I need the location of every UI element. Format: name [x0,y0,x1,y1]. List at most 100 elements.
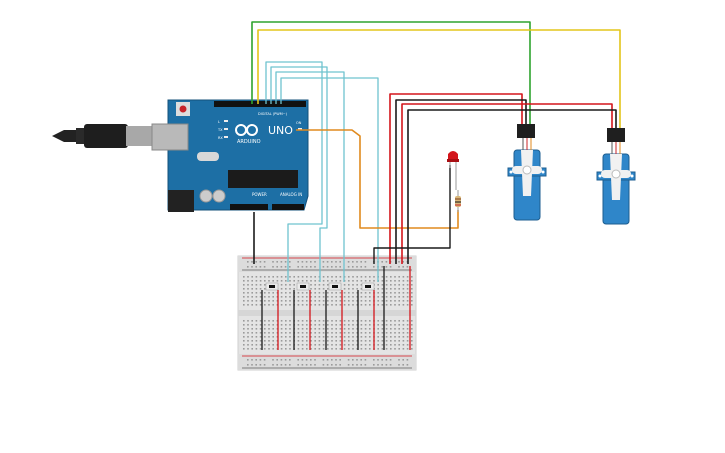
breadboard-hole[interactable] [251,261,253,263]
breadboard-hole[interactable] [385,320,388,322]
breadboard-hole[interactable] [301,340,304,342]
breadboard-hole[interactable] [306,340,308,342]
breadboard-hole[interactable] [259,328,262,330]
breadboard-hole[interactable] [251,359,253,361]
breadboard-hole[interactable] [259,304,262,306]
breadboard-hole[interactable] [322,288,325,290]
breadboard-hole[interactable] [322,292,325,294]
breadboard-hole[interactable] [369,280,371,282]
breadboard-hole[interactable] [264,280,266,282]
breadboard-hole[interactable] [406,300,409,302]
breadboard-hole[interactable] [339,276,342,278]
breadboard-hole[interactable] [297,332,300,334]
breadboard-hole[interactable] [352,359,354,361]
breadboard-hole[interactable] [352,288,354,290]
breadboard-hole[interactable] [322,284,325,286]
breadboard-hole[interactable] [243,296,245,298]
breadboard-hole[interactable] [398,280,400,282]
breadboard-hole[interactable] [264,348,266,350]
breadboard-hole[interactable] [352,296,354,298]
breadboard-hole[interactable] [285,280,287,282]
breadboard-hole[interactable] [264,284,266,286]
breadboard-hole[interactable] [402,292,405,294]
breadboard-hole[interactable] [373,266,375,268]
breadboard-hole[interactable] [306,344,308,346]
breadboard-hole[interactable] [280,359,283,361]
breadboard-hole[interactable] [243,336,245,338]
breadboard-hole[interactable] [289,340,291,342]
breadboard-hole[interactable] [310,266,312,268]
breadboard-hole[interactable] [314,292,316,294]
breadboard-hole[interactable] [385,261,388,263]
breadboard-hole[interactable] [247,296,249,298]
breadboard-hole[interactable] [255,344,258,346]
breadboard-hole[interactable] [243,280,245,282]
breadboard-hole[interactable] [406,288,409,290]
breadboard-hole[interactable] [247,359,249,361]
breadboard-hole[interactable] [352,292,354,294]
breadboard-hole[interactable] [352,304,354,306]
breadboard-hole[interactable] [377,320,379,322]
breadboard-hole[interactable] [259,276,262,278]
breadboard-hole[interactable] [352,276,354,278]
breadboard-hole[interactable] [373,359,375,361]
breadboard-hole[interactable] [364,348,367,350]
pushbutton-2-cap[interactable] [300,285,306,288]
breadboard-hole[interactable] [390,332,392,334]
breadboard-hole[interactable] [377,332,379,334]
pushbutton-3[interactable] [328,282,342,291]
breadboard-hole[interactable] [268,332,270,334]
breadboard-hole[interactable] [255,296,258,298]
breadboard-hole[interactable] [293,288,295,290]
breadboard-hole[interactable] [411,320,413,322]
breadboard-hole[interactable] [381,292,384,294]
breadboard-hole[interactable] [402,328,405,330]
breadboard-hole[interactable] [356,300,358,302]
breadboard-hole[interactable] [406,340,409,342]
breadboard-hole[interactable] [381,336,384,338]
breadboard-hole[interactable] [247,300,249,302]
breadboard-hole[interactable] [360,292,363,294]
breadboard-hole[interactable] [301,364,304,366]
breadboard-hole[interactable] [356,332,358,334]
breadboard-hole[interactable] [398,359,400,361]
breadboard-hole[interactable] [297,280,300,282]
breadboard-hole[interactable] [327,344,329,346]
breadboard-hole[interactable] [289,344,291,346]
breadboard-hole[interactable] [364,324,367,326]
breadboard-hole[interactable] [327,284,329,286]
breadboard-hole[interactable] [255,340,258,342]
breadboard-hole[interactable] [348,280,350,282]
breadboard-hole[interactable] [390,340,392,342]
breadboard-hole[interactable] [348,344,350,346]
breadboard-hole[interactable] [306,280,308,282]
breadboard-hole[interactable] [411,340,413,342]
breadboard-hole[interactable] [318,320,321,322]
breadboard-hole[interactable] [268,300,270,302]
breadboard-hole[interactable] [280,344,283,346]
breadboard-hole[interactable] [297,261,299,263]
breadboard-hole[interactable] [314,304,316,306]
breadboard-hole[interactable] [285,276,287,278]
breadboard-hole[interactable] [310,284,312,286]
breadboard-hole[interactable] [243,292,245,294]
breadboard-hole[interactable] [360,344,363,346]
breadboard-hole[interactable] [297,340,300,342]
breadboard-hole[interactable] [385,348,388,350]
breadboard-hole[interactable] [318,300,321,302]
breadboard-hole[interactable] [381,266,383,268]
breadboard-hole[interactable] [289,280,291,282]
breadboard-hole[interactable] [339,332,342,334]
breadboard-hole[interactable] [381,344,384,346]
breadboard-hole[interactable] [306,328,308,330]
breadboard-hole[interactable] [272,296,274,298]
breadboard-hole[interactable] [352,344,354,346]
breadboard-hole[interactable] [280,266,283,268]
breadboard-hole[interactable] [314,364,316,366]
breadboard-hole[interactable] [301,320,304,322]
breadboard-hole[interactable] [284,266,287,268]
breadboard-hole[interactable] [251,296,253,298]
breadboard-hole[interactable] [297,324,300,326]
breadboard-hole[interactable] [398,261,400,263]
breadboard-hole[interactable] [356,261,358,263]
